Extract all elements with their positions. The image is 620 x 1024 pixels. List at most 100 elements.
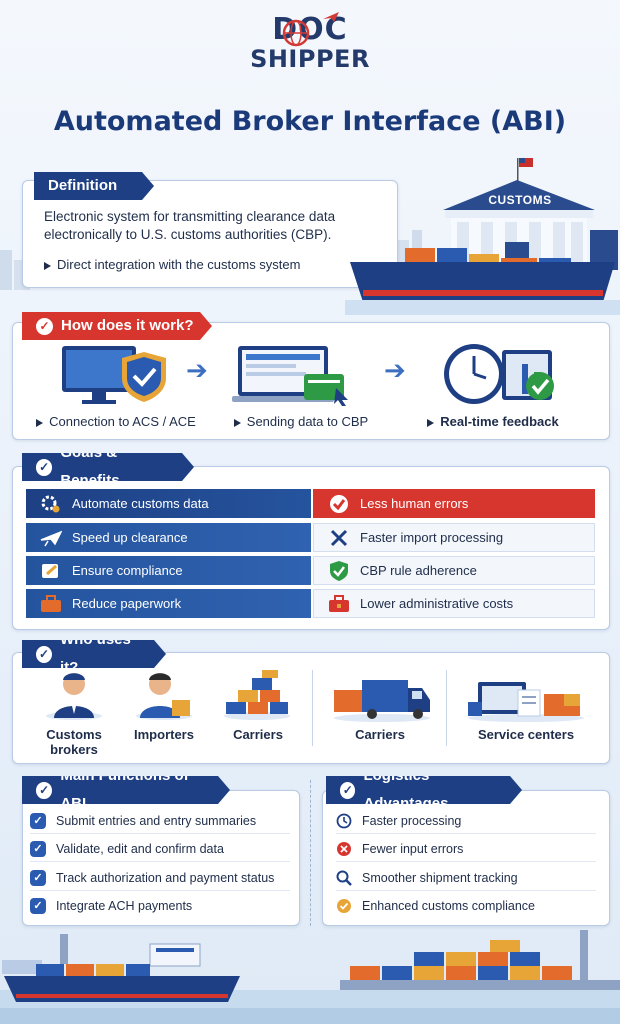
advantage-item-1: Faster processing	[336, 808, 596, 834]
goal-text-4: Reduce paperwork	[72, 596, 182, 611]
page-title: Automated Broker Interface (ABI)	[53, 106, 567, 137]
toolbox-icon	[328, 593, 350, 615]
customs-ship-illustration	[345, 158, 620, 315]
goal-row-3-left: Ensure compliance	[26, 556, 311, 585]
function-item-4: ✓ Integrate ACH payments	[30, 893, 290, 919]
advantages-heading: ✓Logistics Advantages	[326, 776, 522, 804]
function-item-2: ✓ Validate, edit and confirm data	[30, 836, 290, 862]
definition-bullet: Direct integration with the customs syst…	[44, 257, 300, 272]
goal-row-1-right: Less human errors	[313, 489, 595, 518]
user-label-3: Carriers	[233, 727, 283, 742]
plane-icon	[323, 12, 339, 22]
goal-row-4-right: Lower administrative costs	[313, 589, 595, 618]
document-pen-icon	[40, 560, 62, 582]
user-label-5: Service centers	[477, 727, 575, 742]
how-heading-text: How does it work?	[61, 317, 194, 334]
bullet-arrow-icon-2	[233, 418, 241, 427]
advantage-text-1: Faster processing	[362, 813, 462, 828]
carrier-containers-icon	[224, 670, 290, 720]
check-circle-icon-3: ✓	[36, 646, 52, 663]
definition-text-line2: electronically to U.S. customs authoriti…	[44, 227, 332, 242]
step-label-3-text: Real-time feedback	[440, 414, 559, 429]
benefit-text-3: CBP rule adherence	[360, 563, 477, 578]
users-heading: ✓Who uses it?	[22, 640, 166, 668]
benefit-text-1: Less human errors	[360, 496, 469, 511]
customs-sign: CUSTOMS	[488, 193, 552, 207]
bullet-arrow-icon-1	[36, 418, 44, 427]
gears-icon	[40, 493, 62, 515]
check-circle-icon-4: ✓	[36, 782, 52, 799]
goal-text-1: Automate customs data	[72, 496, 209, 511]
step-label-2: Sending data to CBP	[226, 414, 376, 429]
step-label-2-text: Sending data to CBP	[246, 414, 369, 429]
advantage-text-3: Smoother shipment tracking	[362, 870, 518, 885]
goal-row-2-right: Faster import processing	[313, 523, 595, 552]
checkbox-checked-icon-2: ✓	[30, 840, 46, 857]
goal-row-1-left: Automate customs data	[26, 489, 311, 518]
function-text-1: Submit entries and entry summaries	[56, 813, 257, 828]
error-x-icon	[337, 841, 351, 856]
user-label-1-line2: brokers	[50, 742, 98, 757]
definition-heading: Definition	[34, 172, 154, 200]
checkbox-checked-icon: ✓	[30, 812, 46, 829]
goals-heading: ✓Goals & Benefits	[22, 453, 194, 481]
laptop-data-icon	[232, 346, 348, 406]
shield-check-icon	[328, 560, 350, 582]
goal-text-3: Ensure compliance	[72, 563, 183, 578]
port-illustration	[0, 930, 620, 1024]
checkbox-checked-icon-4: ✓	[30, 898, 46, 914]
goal-text-2: Speed up clearance	[72, 530, 188, 545]
advantages-panel	[322, 790, 610, 926]
step-label-1-text: Connection to ACS / ACE	[49, 414, 196, 429]
check-circle-icon-5: ✓	[340, 782, 355, 799]
benefit-text-2: Faster import processing	[360, 530, 504, 545]
function-item-1: ✓ Submit entries and entry summaries	[30, 808, 290, 834]
clock-realtime-icon	[444, 344, 554, 404]
functions-heading: ✓Main Functions of ABI	[22, 776, 230, 804]
monitor-shield-icon	[62, 346, 166, 404]
advantage-item-3: Smoother shipment tracking	[336, 865, 596, 891]
advantage-text-4: Enhanced customs compliance	[362, 899, 536, 913]
tools-icon	[328, 527, 350, 549]
magnifier-icon	[336, 870, 352, 886]
function-text-3: Track authorization and payment status	[56, 870, 275, 885]
section-divider	[310, 780, 311, 926]
customs-broker-icon	[46, 673, 102, 720]
users-divider-1	[312, 670, 313, 746]
checkbox-checked-icon-3: ✓	[30, 869, 46, 886]
definition-text-line1: Electronic system for transmitting clear…	[44, 209, 336, 224]
goal-row-2-left: Speed up clearance	[26, 523, 311, 552]
benefit-text-4: Lower administrative costs	[360, 596, 514, 611]
users-divider-2	[446, 670, 447, 746]
globe-icon	[282, 19, 310, 47]
clock-icon	[336, 813, 352, 828]
goal-row-4-left: Reduce paperwork	[26, 589, 311, 618]
carrier-truck-icon	[334, 680, 430, 722]
how-heading: ✓How does it work?	[22, 312, 212, 340]
check-badge-icon	[337, 899, 351, 913]
user-label-2: Importers	[134, 727, 194, 742]
goal-row-3-right: CBP rule adherence	[313, 556, 595, 585]
check-circle-icon-2: ✓	[36, 459, 52, 476]
user-label-1-line1: Customs	[46, 727, 102, 742]
step-label-1: Connection to ACS / ACE	[36, 414, 196, 429]
logo-bottom-text: SHIPPER	[250, 45, 370, 73]
user-label-1: Customs brokers	[34, 727, 114, 757]
user-label-4: Carriers	[355, 727, 405, 742]
step-label-3: Real-time feedback	[418, 414, 568, 429]
doc-shipper-logo: DOC SHIPPER	[240, 14, 380, 84]
briefcase-icon	[40, 593, 62, 615]
bullet-arrow-icon-3	[427, 418, 435, 427]
arrow-right-icon: ➔	[186, 355, 208, 385]
definition-heading-text: Definition	[48, 177, 118, 194]
airplane-icon	[40, 527, 62, 549]
arrow-right-icon-2: ➔	[384, 355, 406, 385]
definition-text: Electronic system for transmitting clear…	[44, 208, 394, 244]
function-item-3: ✓ Track authorization and payment status	[30, 865, 290, 891]
service-center-icon	[468, 682, 584, 722]
importer-icon	[136, 673, 192, 720]
function-text-2: Validate, edit and confirm data	[56, 841, 224, 856]
check-circle-white-icon	[328, 493, 350, 515]
function-text-4: Integrate ACH payments	[56, 899, 193, 913]
definition-bullet-text: Direct integration with the customs syst…	[57, 257, 301, 272]
